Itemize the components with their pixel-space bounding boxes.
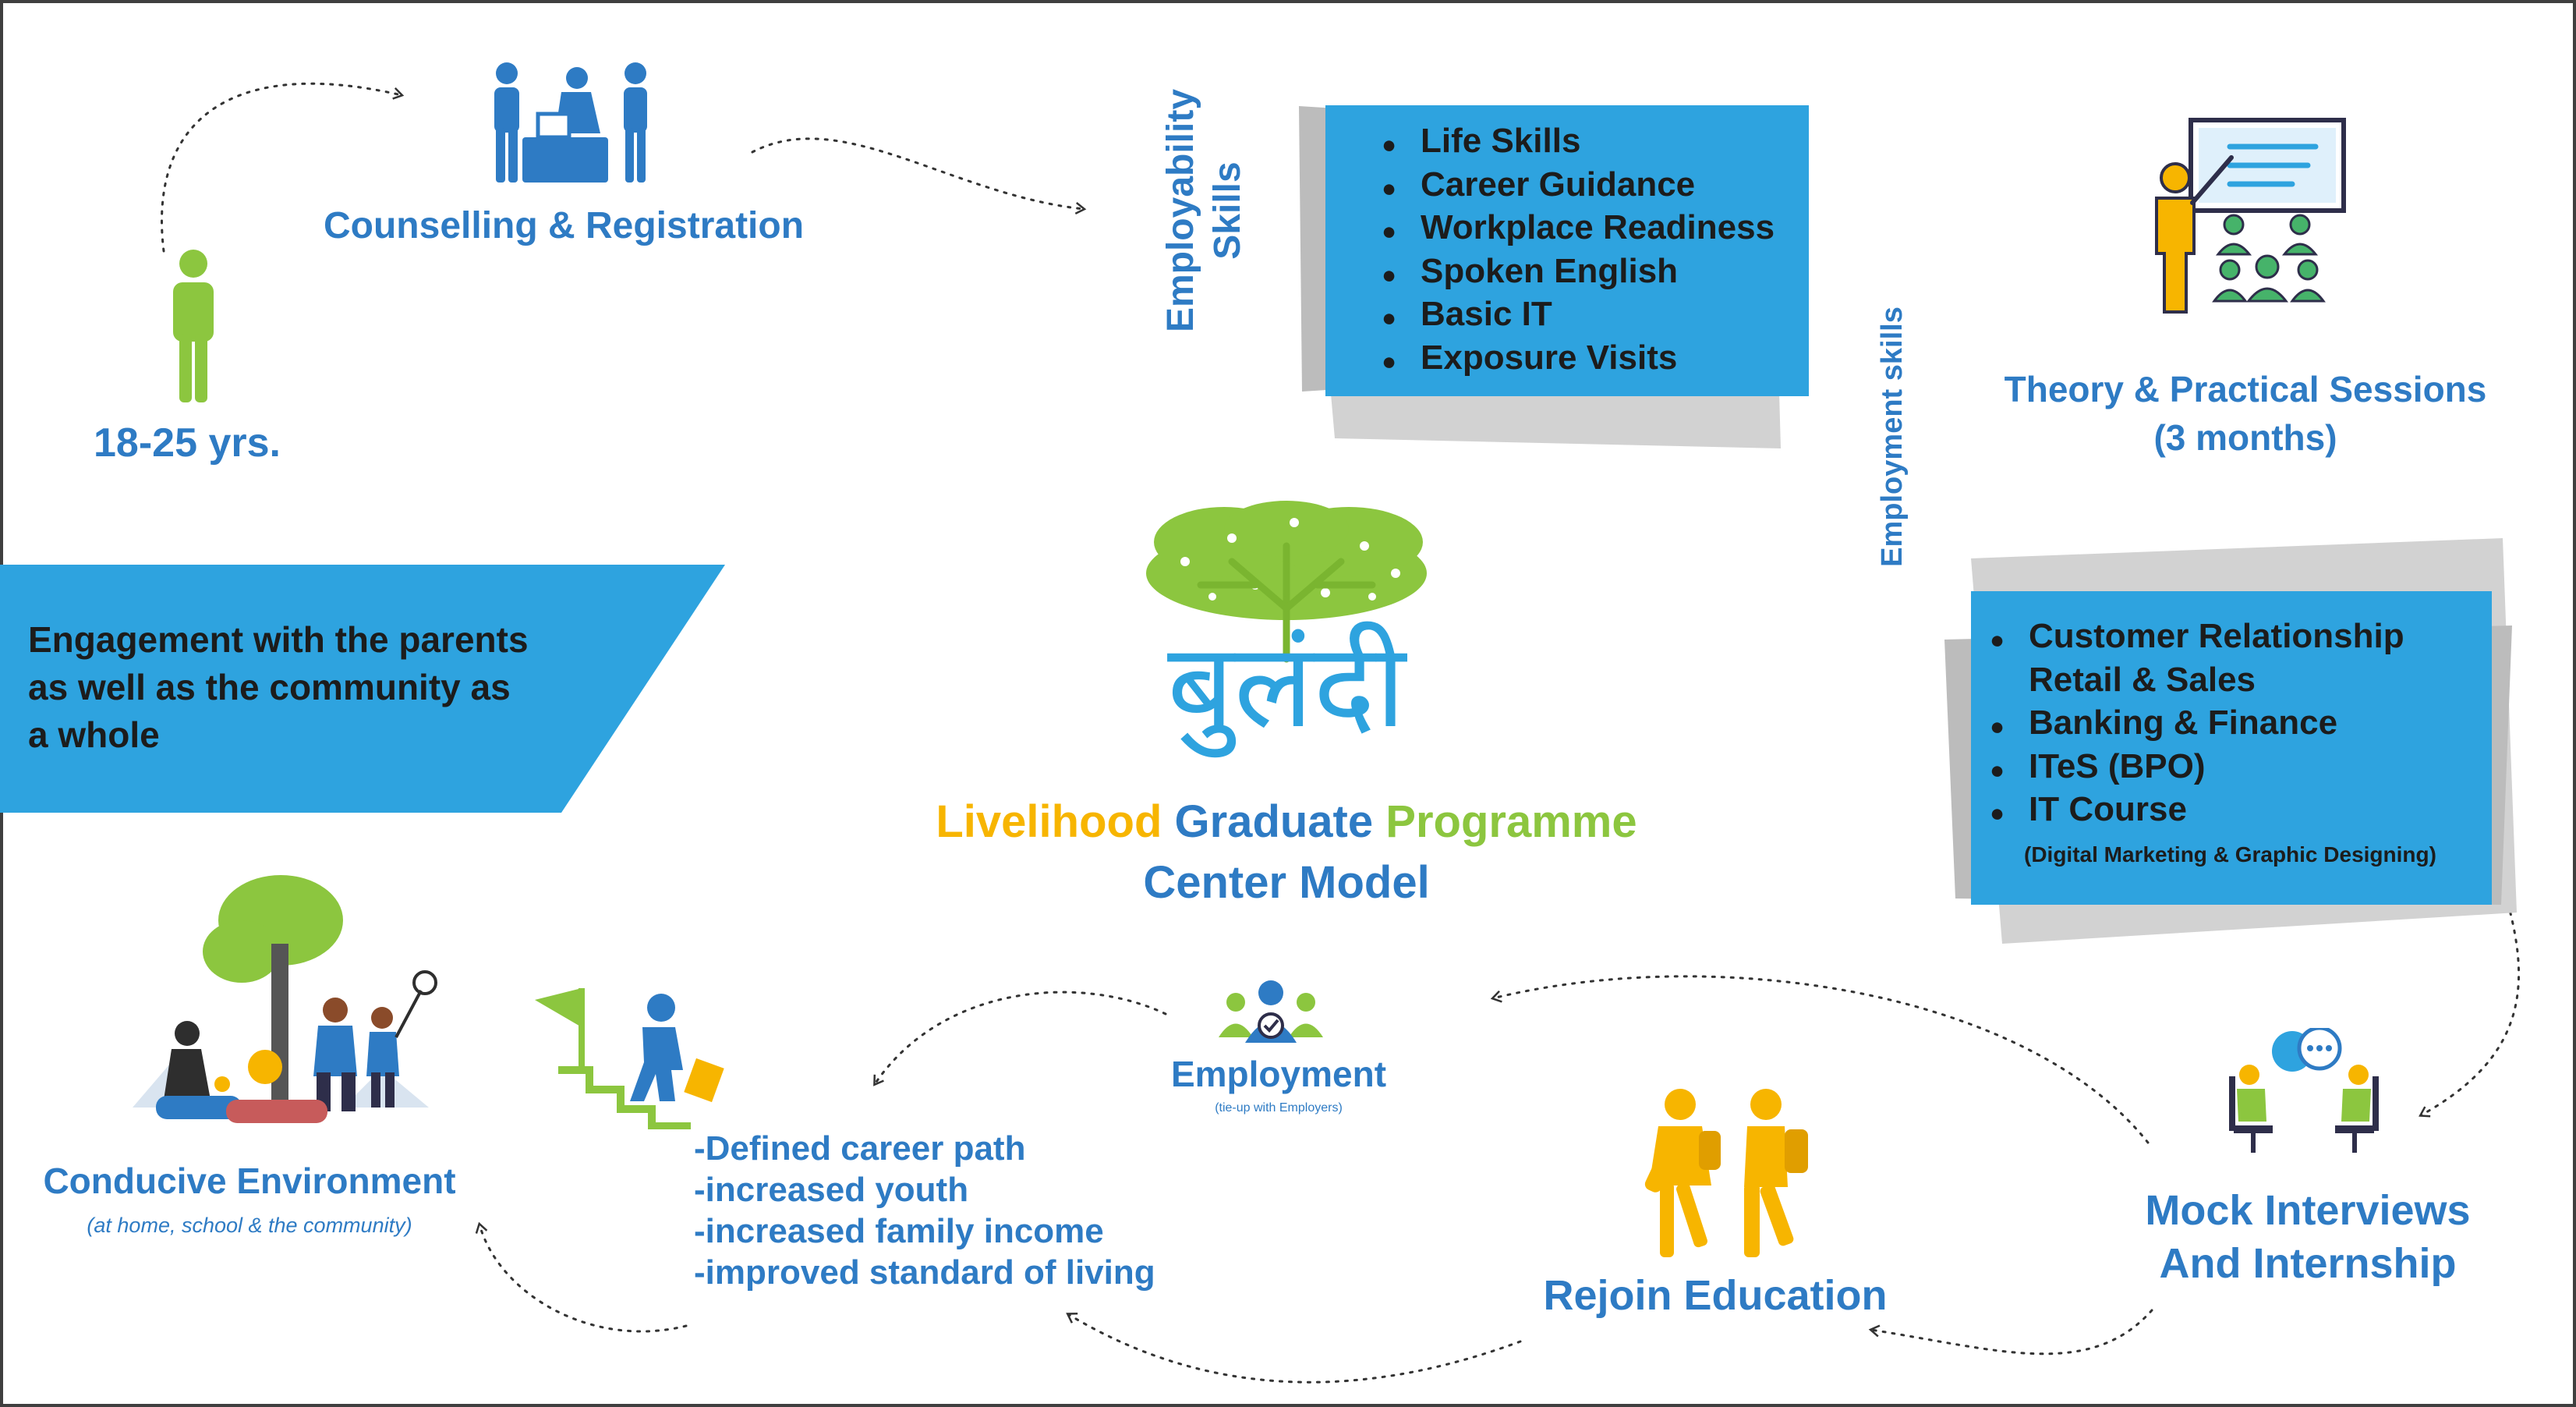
mock-line1: Mock Interviews [2145,1187,2471,1234]
employment-note: (tie-up with Employers) [1215,1101,1343,1115]
conducive-label: Conducive Environment [43,1161,456,1201]
rejoin-label: Rejoin Education [1543,1272,1888,1319]
engagement-text: Engagement with the parents as well as t… [28,616,529,759]
arrow-counselling-to-skills [751,137,1087,215]
family-park-icon [133,875,437,1123]
program-title-word: Livelihood [936,796,1162,847]
engagement-line: Engagement with the parents [28,619,529,660]
outcome-line: -increased family income [694,1212,1104,1250]
outcome-line: -Defined career path [694,1129,1026,1168]
employability-list: Life Skills Career Guidance Workplace Re… [1380,119,1809,383]
theory-line2: (3 months) [2153,417,2337,458]
outcomes-list: -Defined career path -increased youth -i… [694,1128,1155,1293]
employment-label: Employment [1170,1054,1387,1094]
list-item: Spoken English [1380,250,1809,296]
theory-label: Theory & Practical Sessions (3 months) [1965,365,2526,462]
engagement-line: as well as the community as [28,667,511,707]
person-icon [173,250,214,402]
list-item: Banking & Finance [1988,701,2492,748]
engagement-banner-shape [0,565,725,813]
it-course-note: (Digital Marketing & Graphic Designing) [2024,842,2436,867]
arrow-outcomes-to-conducive [475,1221,688,1333]
theory-line1: Theory & Practical Sessions [2004,369,2487,409]
list-item: Basic IT [1380,292,1809,339]
employment-skills-list: Customer Relationship Retail & Sales Ban… [1988,615,2492,835]
employment-skills-box: Customer Relationship Retail & Sales Ban… [1971,591,2492,905]
students-icon [1644,1089,1808,1257]
classroom-icon [2155,118,2346,314]
engagement-line: a whole [28,714,160,755]
registration-icon [494,62,647,183]
mock-label: Mock Interviews And Internship [2035,1184,2576,1290]
program-title-word: Programme [1385,796,1637,847]
program-title: Livelihood Graduate Programme [858,796,1715,848]
interview-icon [2229,1028,2379,1153]
outcome-line: -improved standard of living [694,1253,1155,1292]
buland-logo-text: बुलंदी [1167,618,1406,754]
arrow-mock-to-rejoin [1868,1309,2153,1356]
arrow-mock-to-employment [1490,975,2150,1144]
list-item: Customer Relationship [1988,615,2492,661]
list-item: IT Course [1988,788,2492,835]
employment-icon [1219,980,1323,1043]
counselling-label: Counselling & Registration [324,205,805,246]
program-subtitle: Center Model [1143,857,1430,908]
list-item-continued: Retail & Sales [1988,658,2492,702]
employment-skills-side-label: Employment skills [1876,307,1909,567]
career-steps-icon [535,988,724,1129]
age-label: 18-25 yrs. [94,420,281,466]
conducive-note: (at home, school & the community) [87,1214,412,1237]
employability-side-label: Employability Skills [1160,88,1248,333]
list-item: ITeS (BPO) [1988,745,2492,792]
arrow-age-to-counselling [161,82,405,253]
list-item: Career Guidance [1380,163,1809,210]
arrow-skills-to-mock [2419,884,2521,1118]
tree-icon [1146,501,1427,663]
arrow-rejoin-to-outcomes [1066,1312,1522,1384]
list-item: Life Skills [1380,119,1809,166]
program-title-word: Graduate [1174,796,1374,847]
arrow-employment-to-outcomes [873,991,1167,1086]
list-item: Exposure Visits [1380,336,1809,383]
outcome-line: -increased youth [694,1171,969,1209]
list-item: Workplace Readiness [1380,206,1809,253]
employability-box: Life Skills Career Guidance Workplace Re… [1325,105,1809,396]
list-item-text: Retail & Sales [2029,660,2256,699]
mock-line2: And Internship [2159,1240,2457,1287]
